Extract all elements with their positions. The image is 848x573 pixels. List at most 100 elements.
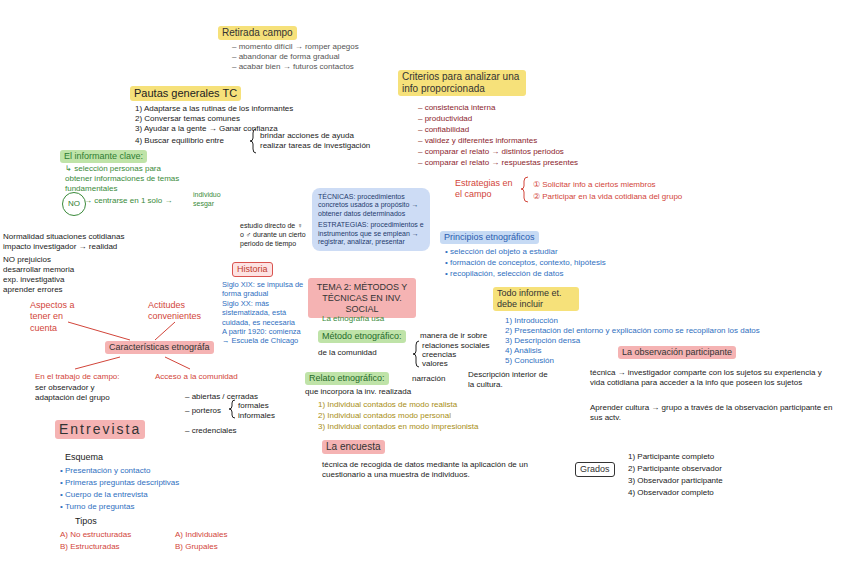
node-heading: Grados (580, 464, 610, 475)
node-heading: Método etnográfico: (322, 331, 402, 342)
note-text: A) No estructuradas (60, 530, 131, 540)
note-text: 4) Observador completo (628, 488, 714, 498)
note-text: estudio directo de ♀ o ♂ durante un cier… (240, 222, 306, 248)
note-text: B) Grupales (175, 542, 218, 552)
note-text: manera de ir sobre (420, 331, 487, 341)
node-heading: La observación participante (622, 347, 732, 358)
note-text: desarrollar memoria (3, 265, 74, 275)
note-text: – validez y diferentes informantes (418, 136, 537, 146)
heading-highlight: Pautas generales TC (130, 86, 241, 101)
note-text: A) Individuales (175, 530, 227, 540)
note-text: técnica → investigador comparte con los … (590, 368, 835, 388)
note-text: 2) Individual contados modo personal (318, 411, 451, 421)
heading-highlight: La encuesta (322, 440, 385, 454)
node-heading: TEMA 2: MÉTODOS Y TÉCNICAS EN INV. SOCIA… (314, 282, 410, 314)
curly-brace (521, 177, 528, 202)
node-heading: Pautas generales TC (134, 87, 237, 100)
note-text: – consistencia interna (418, 103, 495, 113)
note-text: Acceso a la comunidad (155, 372, 255, 382)
node-heading: Relato etnográfico: (309, 373, 385, 384)
note-text: A partir 1920: comienza → Escuela de Chi… (222, 327, 306, 346)
node-heading: Características etnográfa (109, 342, 210, 353)
note-text: que incorpora la inv. realizada (305, 387, 411, 397)
note-text: • Cuerpo de la entrevista (60, 490, 148, 500)
note-text: Normalidad situaciones cotidianas (3, 232, 124, 242)
heading-highlight: Criterios para analizar una info proporc… (398, 70, 526, 96)
note-text: – abandonar de forma gradual (232, 52, 340, 62)
note-text: 1) Participante completo (628, 452, 714, 462)
node-body: ESTRATEGIAS: procedimientos e instrument… (318, 221, 424, 246)
heading-highlight: Relato etnográfico: (305, 372, 389, 385)
note-text: B) Estructuradas (60, 542, 120, 552)
node-heading: La encuesta (326, 441, 381, 453)
heading-box: Historia (232, 262, 273, 277)
leader-line (165, 357, 190, 369)
note-text: 2) Conversar temas comunes (135, 114, 240, 124)
heading-highlight: Principios etnográficos (440, 231, 539, 244)
note-text: Esquema (65, 452, 103, 463)
note-text: • Primeras preguntas descriptivas (60, 478, 179, 488)
note-text: Siglo XIX: se impulsa de forma gradual (222, 280, 306, 299)
note-text: – credenciales (185, 426, 237, 436)
note-text: – momento difícil → romper apegos (232, 42, 359, 52)
heading-highlight: Entrevista (55, 420, 145, 439)
note-text: – confiabilidad (418, 125, 469, 135)
node-heading: NO (68, 199, 80, 209)
note-text: 1) Individual contados de modo realista (318, 400, 457, 410)
note-text: formales (238, 401, 269, 411)
note-text: 5) Conclusión (505, 356, 554, 366)
note-text: – comparar el relato → respuestas presen… (418, 158, 578, 168)
heading-highlight: Método etnográfico: (318, 330, 406, 343)
node-heading: Retirada campo (222, 27, 293, 39)
node-heading: Principios etnográficos (444, 232, 535, 243)
note-text: 3) Descripción densa (505, 336, 580, 346)
node-heading: Todo informe et. debe incluir (497, 288, 575, 310)
note-text: de la comunidad (318, 348, 377, 358)
note-text: • formación de conceptos, contexto, hipó… (445, 258, 606, 268)
note-text: Aprender cultura → grupo a través de la … (590, 403, 835, 423)
note-text: realizar tareas de investigación (260, 141, 370, 151)
heading-highlight: Retirada campo (218, 26, 297, 40)
note-text: ② Participar en la vida cotidiana del gr… (533, 192, 682, 202)
note-text: ↳ selección personas para obtener inform… (65, 164, 190, 194)
circled-word: NO (62, 192, 86, 216)
note-text: brindar acciones de ayuda (260, 131, 354, 141)
node-heading: El informante clave: (64, 151, 143, 162)
note-text: Estrategias en el campo (455, 178, 515, 201)
note-text: Aspectos a tener en cuenta (30, 300, 92, 334)
note-text: • Turno de preguntas (60, 502, 134, 512)
curly-brace (229, 400, 235, 418)
note-text: – comparar el relato → distintos periodo… (418, 147, 564, 157)
note-text: – abiertas / cerradas (185, 392, 258, 402)
node-heading: Historia (237, 264, 268, 275)
note-text: 1) Adaptarse a las rutinas de los inform… (135, 104, 293, 114)
note-text: impacto investigador → realidad (3, 242, 117, 252)
note-text: 3) Ayudar a la gente → Ganar confianza (135, 124, 278, 134)
heading-highlight: Características etnográfa (105, 341, 214, 354)
note-text: Descripción interior de la cultura. (468, 370, 548, 390)
note-text: 2) Presentación del entorno y explicació… (505, 326, 760, 336)
note-text: • selección del objeto a estudiar (445, 247, 558, 257)
note-text: ser observador y adaptación del grupo (35, 383, 135, 403)
note-text: informales (238, 411, 275, 421)
note-text: Actitudes convenientes (148, 300, 210, 323)
note-text: La etnografía usa (322, 314, 384, 324)
note-text: → centrarse en 1 solo → (84, 196, 172, 206)
note-text: técnica de recogida de datos mediante la… (322, 460, 532, 480)
note-text: 4) Buscar equilibrio entre (135, 136, 224, 146)
note-text: narración (412, 374, 445, 384)
note-text: exp. investigativa (3, 275, 64, 285)
note-text: creencias (422, 350, 456, 360)
curly-brace (413, 341, 419, 367)
leader-line (155, 322, 175, 340)
note-text: ① Solicitar info a ciertos miembros (533, 180, 656, 190)
note-text: • Presentación y contacto (60, 466, 150, 476)
note-text: 3) Individual contados en modo impresion… (318, 422, 479, 432)
note-text: – productividad (418, 114, 472, 124)
heading-highlight: Todo informe et. debe incluir (493, 287, 579, 311)
node-heading: Criterios para analizar una info proporc… (402, 71, 522, 95)
note-text: – acabar bien → futuros contactos (232, 62, 354, 72)
heading-highlight: La observación participante (618, 346, 736, 359)
note-text: En el trabajo de campo: (35, 372, 140, 382)
